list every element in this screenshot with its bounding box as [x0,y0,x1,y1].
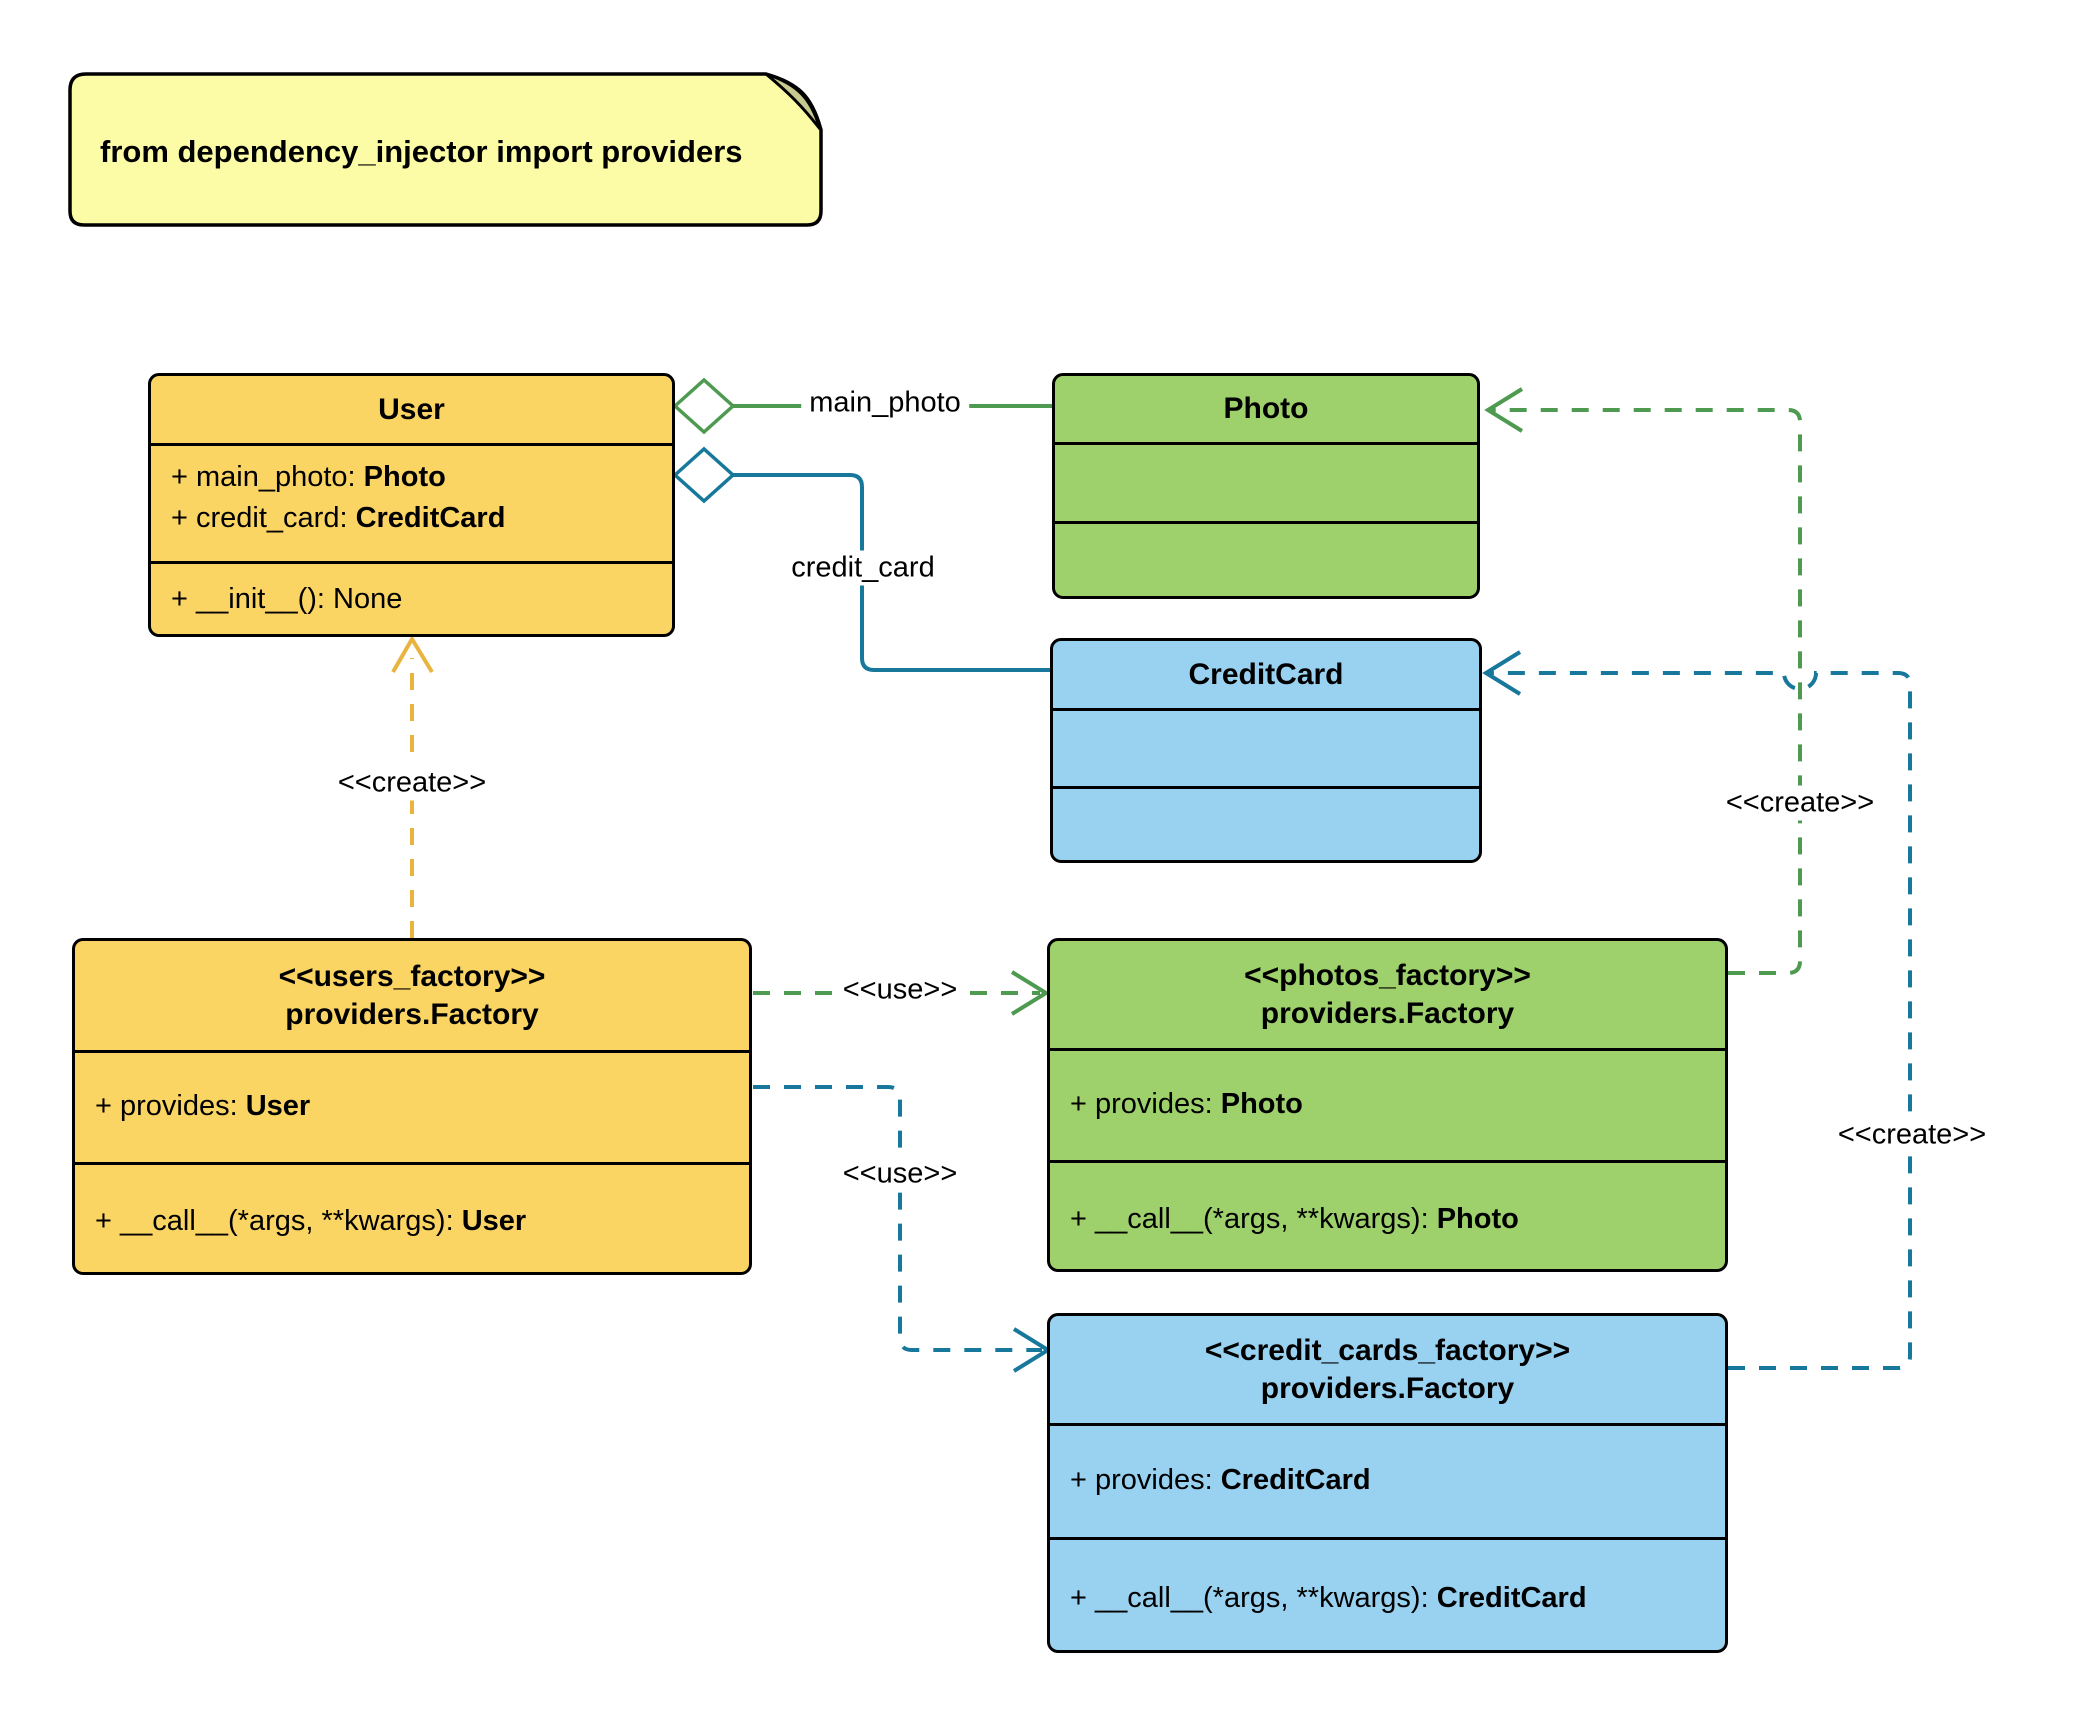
class-photo: Photo [1052,373,1480,599]
class-credit-card-attributes [1053,708,1479,786]
stereotype-label: <<users_factory>> [278,959,546,993]
note-text: from dependency_injector import provider… [100,134,743,169]
class-users-factory-attributes: + provides: User [75,1050,749,1162]
attribute-line: + main_photo: Photo [171,461,446,493]
stereotype-label: <<credit_cards_factory>> [1204,1333,1571,1367]
class-photos-factory: <<photos_factory>> providers.Factory + p… [1047,938,1728,1272]
class-user-attributes: + main_photo: Photo + credit_card: Credi… [151,443,672,561]
class-photos-factory-attributes: + provides: Photo [1050,1048,1725,1160]
class-users-factory-methods: + __call__(*args, **kwargs): User [75,1162,749,1272]
edge-label-create-credit-card: <<create>> [1829,1117,1995,1153]
create-credit-card-arrowhead [1482,650,1522,696]
edge-label-create-photo: <<create>> [1717,785,1883,821]
method-line: + __call__(*args, **kwargs): Photo [1070,1203,1519,1235]
class-credit-cards-factory-attributes: + provides: CreditCard [1050,1423,1725,1537]
edge-label-main-photo: main_photo [801,385,969,421]
class-name-label: providers.Factory [1260,996,1515,1030]
create-user-arrowhead [391,635,434,674]
class-photos-factory-methods: + __call__(*args, **kwargs): Photo [1050,1160,1725,1269]
edge-label-create-user: <<create>> [329,765,495,801]
edge-label-credit-card: credit_card [783,550,943,586]
class-credit-cards-factory-title: <<credit_cards_factory>> providers.Facto… [1050,1316,1725,1423]
class-user-methods: + __init__(): None [151,561,672,634]
class-user-title: User [378,392,445,426]
aggregation-diamond-credit-card [672,446,736,504]
attribute-line: + provides: CreditCard [1070,1464,1371,1496]
class-name-label: providers.Factory [285,997,539,1031]
class-credit-cards-factory-methods: + __call__(*args, **kwargs): CreditCard [1050,1537,1725,1650]
create-photo-line [1492,408,1802,975]
class-users-factory-title: <<users_factory>> providers.Factory [75,941,749,1050]
edge-label-use-credit-cards: <<use>> [834,1156,966,1192]
class-credit-card-title: CreditCard [1188,657,1344,691]
create-credit-card-line [1490,671,1912,1370]
class-credit-cards-factory: <<credit_cards_factory>> providers.Facto… [1047,1313,1728,1653]
class-name-label: providers.Factory [1260,1371,1515,1405]
method-line: + __call__(*args, **kwargs): User [95,1205,527,1237]
class-user: User + main_photo: Photo + credit_card: … [148,373,675,637]
attribute-line: + credit_card: CreditCard [171,502,506,534]
attribute-line: + provides: Photo [1070,1088,1303,1120]
class-photo-title: Photo [1223,392,1309,425]
class-photo-attributes [1055,442,1477,521]
stereotype-label: <<photos_factory>> [1244,958,1531,992]
note-fold-icon [765,72,822,130]
aggregation-diamond-main-photo [672,377,736,435]
use-photos-arrowhead [1010,970,1050,1016]
class-credit-card: CreditCard [1050,638,1482,863]
edge-label-use-photos: <<use>> [834,972,966,1008]
class-credit-card-methods [1053,786,1479,860]
class-photo-methods [1055,521,1477,596]
attribute-line: + provides: User [95,1090,311,1122]
method-line: + __init__(): None [171,583,403,615]
use-credit-cards-line [753,1085,1042,1352]
create-photo-arrowhead [1484,387,1524,433]
method-line: + __call__(*args, **kwargs): CreditCard [1070,1582,1587,1614]
class-users-factory: <<users_factory>> providers.Factory + pr… [72,938,752,1275]
class-photos-factory-title: <<photos_factory>> providers.Factory [1050,941,1725,1048]
